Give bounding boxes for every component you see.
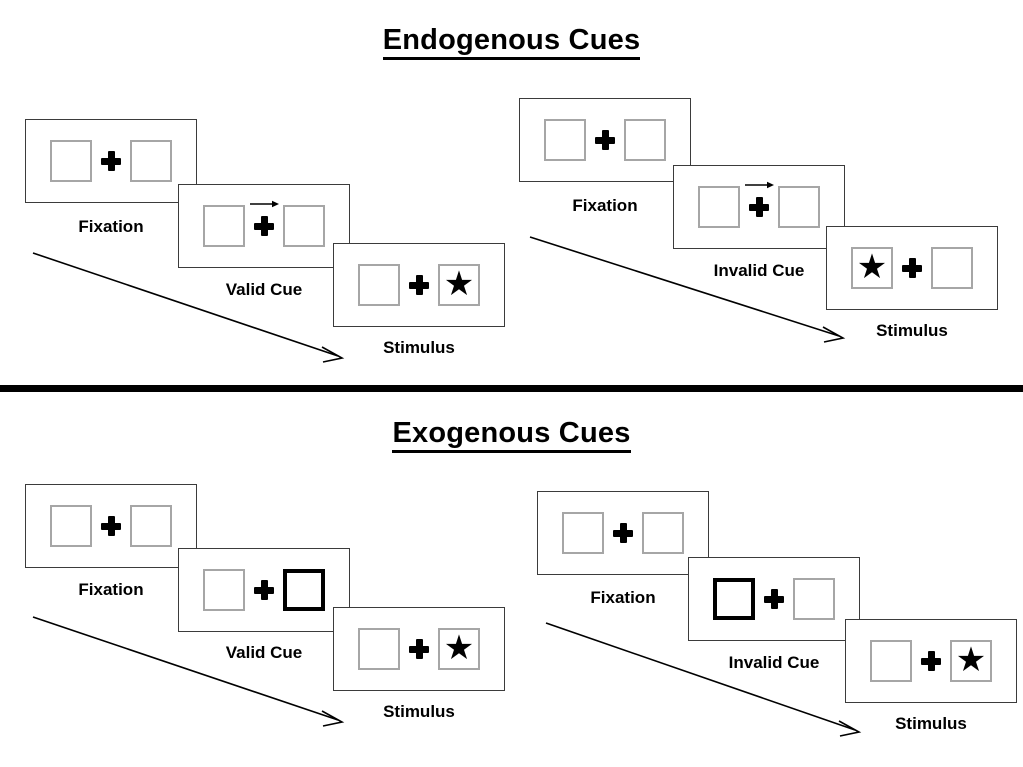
panel-endogenous-valid-cue [178,184,350,268]
panel-exogenous-valid-fixation [25,484,197,568]
panel-inner: ★ [358,628,480,670]
time-arrow-exogenous-right [545,622,862,737]
panel-endogenous-invalid-stimulus: ★ [826,226,998,310]
panel-inner: ★ [358,264,480,306]
fixation-cross-slot [893,258,931,278]
stimulus-box-right [642,512,684,554]
panel-exogenous-invalid-stimulus: ★ [845,619,1017,703]
time-arrow-exogenous-left [32,616,345,727]
caption-exogenous-valid-stimulus: Stimulus [383,702,455,721]
time-arrow-endogenous-left [32,252,345,363]
panel-inner [562,512,684,554]
panel-inner [544,119,666,161]
panel-inner [50,505,172,547]
stimulus-box-right [624,119,666,161]
panel-inner [713,578,835,620]
panel-exogenous-valid-cue [178,548,350,632]
fixation-cross-icon [613,523,633,543]
stimulus-box-left [698,186,740,228]
panel-endogenous-invalid-cue [673,165,845,249]
stimulus-box-right [793,578,835,620]
caption-exogenous-invalid-cue: Invalid Cue [728,653,820,672]
fixation-cross-slot [245,580,283,600]
fixation-cross-icon [254,580,274,600]
stimulus-box-left [544,119,586,161]
time-arrow-endogenous-right [529,236,846,343]
stimulus-box-right [130,140,172,182]
star-target-icon: ★ [955,641,987,679]
panel-endogenous-valid-fixation [25,119,197,203]
section-title-endogenous-text: Endogenous Cues [382,24,641,60]
star-target-icon: ★ [443,629,475,667]
fixation-cross-slot [92,151,130,171]
stimulus-box-right: ★ [950,640,992,682]
stimulus-box-left-cued [713,578,755,620]
fixation-cross-icon [764,589,784,609]
fixation-cross-icon [409,275,429,295]
fixation-cross-slot [755,589,793,609]
fixation-cross-icon [254,216,274,236]
stimulus-box-right: ★ [438,628,480,670]
fixation-cross-slot [740,181,778,217]
fixation-cross-icon [101,516,121,536]
section-title-exogenous-text: Exogenous Cues [392,417,631,453]
fixation-cross-icon [902,258,922,278]
caption-endogenous-valid-stimulus: Stimulus [383,338,455,357]
star-target-icon: ★ [443,265,475,303]
fixation-cross-slot [604,523,642,543]
section-title-endogenous: Endogenous Cues [0,24,1023,60]
fixation-cross-icon [409,639,429,659]
stimulus-box-left [358,264,400,306]
fixation-cross-slot [245,200,283,236]
stimulus-box-right [778,186,820,228]
fixation-cross-slot [400,275,438,295]
panel-inner [203,200,325,247]
stimulus-box-right [931,247,973,289]
panel-endogenous-invalid-fixation [519,98,691,182]
fixation-cross-slot [912,651,950,671]
stimulus-box-left [50,140,92,182]
fixation-cross-slot [400,639,438,659]
panel-exogenous-invalid-fixation [537,491,709,575]
fixation-cross-icon [595,130,615,150]
stimulus-box-left [203,205,245,247]
stimulus-box-left [203,569,245,611]
caption-endogenous-valid-fixation: Fixation [78,217,144,236]
stimulus-box-left [358,628,400,670]
fixation-cross-icon [749,197,769,217]
stimulus-box-left [870,640,912,682]
caption-endogenous-valid-cue: Valid Cue [225,280,303,299]
caption-endogenous-invalid-stimulus: Stimulus [876,321,948,340]
stimulus-box-left [50,505,92,547]
stimulus-box-right-cued [283,569,325,611]
stimulus-box-right: ★ [438,264,480,306]
caption-endogenous-invalid-fixation: Fixation [572,196,638,215]
caption-exogenous-valid-fixation: Fixation [78,580,144,599]
panel-endogenous-valid-stimulus: ★ [333,243,505,327]
panel-inner [50,140,172,182]
panel-inner [698,181,820,228]
fixation-cross-slot [92,516,130,536]
caption-exogenous-invalid-fixation: Fixation [590,588,656,607]
arrow-right-icon [745,181,774,189]
arrow-right-icon [250,200,279,208]
stimulus-box-left [562,512,604,554]
panel-inner [203,569,325,611]
panel-exogenous-valid-stimulus: ★ [333,607,505,691]
section-title-exogenous: Exogenous Cues [0,417,1023,453]
panel-inner: ★ [870,640,992,682]
stimulus-box-right [283,205,325,247]
panel-exogenous-invalid-cue [688,557,860,641]
stimulus-box-right [130,505,172,547]
section-divider [0,385,1023,392]
caption-exogenous-invalid-stimulus: Stimulus [895,714,967,733]
caption-endogenous-invalid-cue: Invalid Cue [713,261,805,280]
fixation-cross-slot [586,130,624,150]
stimulus-box-left: ★ [851,247,893,289]
fixation-cross-icon [921,651,941,671]
panel-inner: ★ [851,247,973,289]
caption-exogenous-valid-cue: Valid Cue [225,643,303,662]
fixation-cross-icon [101,151,121,171]
star-target-icon: ★ [856,248,888,286]
